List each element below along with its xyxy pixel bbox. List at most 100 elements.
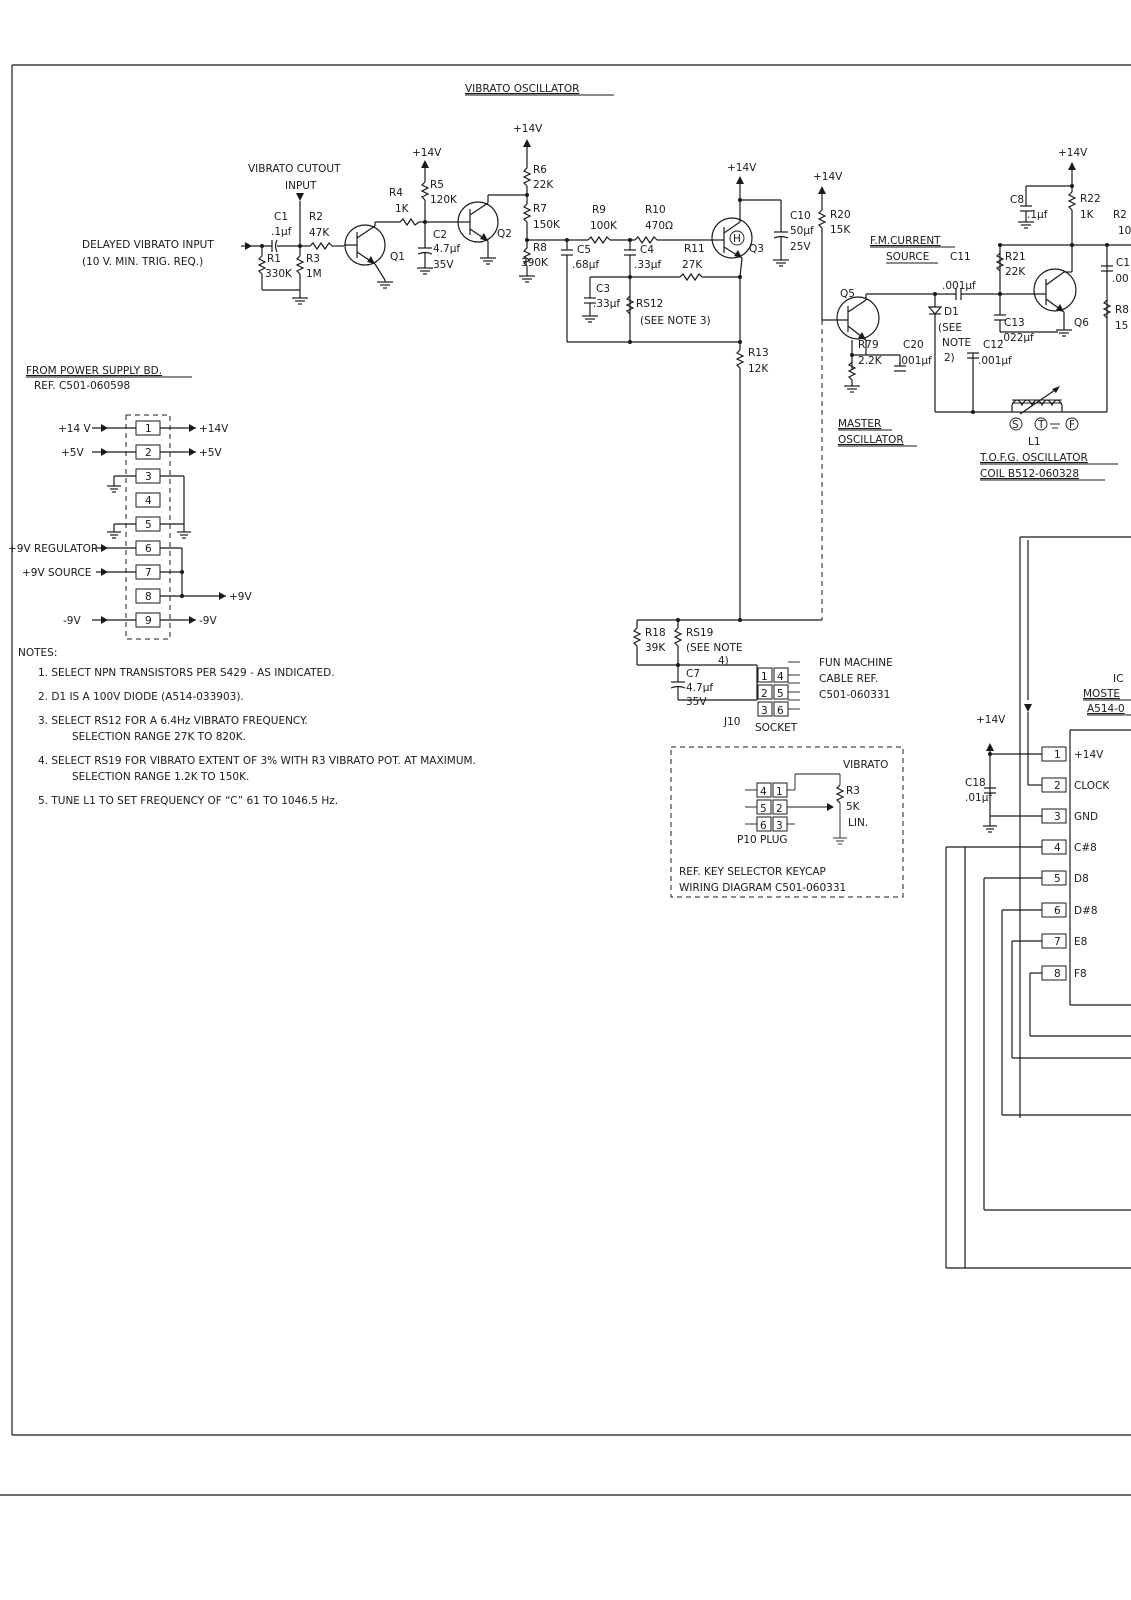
cable-line3: C501-060331 (819, 689, 890, 701)
v14-rail-1: +14V (412, 147, 442, 159)
r20-label: R20 (830, 209, 851, 221)
power-pin-7: 7 (145, 567, 152, 579)
l1-label: L1 (1028, 436, 1041, 448)
c13-label: C13 (1004, 317, 1025, 329)
power-left-14v: +14 V (58, 423, 91, 435)
v14-rail-2: +14V (513, 123, 543, 135)
power-right-14v: +14V (199, 423, 229, 435)
r13-value: 12K (748, 363, 769, 375)
c13-value: .022µf (1000, 332, 1034, 344)
p10-pin-3: 3 (776, 820, 783, 832)
c10-label: C10 (790, 210, 811, 222)
power-pin-9: 9 (145, 615, 152, 627)
ic-pin-name-2: CLOCK (1074, 780, 1110, 792)
edge-r-value: 10 (1118, 225, 1131, 237)
q2-label: Q2 (497, 228, 512, 240)
p10-ref1: REF. KEY SELECTOR KEYCAP (679, 866, 826, 878)
c3-value: .33µf (593, 298, 620, 310)
ic-pin-name-5: D8 (1074, 873, 1089, 885)
p10-vibrato-label: VIBRATO (843, 759, 888, 771)
power-right-9v: +9V (229, 591, 252, 603)
c20-value: .001µf (898, 355, 932, 367)
r9-label: R9 (592, 204, 606, 216)
ic-pin-name-8: F8 (1074, 968, 1087, 980)
c8-value: .1µf (1027, 209, 1048, 221)
ic-mfr: MOSTE (1083, 688, 1120, 700)
c8-label: C8 (1010, 194, 1024, 206)
power-left-9v-src: +9V SOURCE (22, 567, 91, 579)
r22-value: 1K (1080, 209, 1095, 221)
fm-current-label: F.M.CURRENT (870, 235, 941, 247)
note-1: 1. SELECT NPN TRANSISTORS PER S429 - AS … (38, 667, 335, 679)
r8-value: 390K (521, 257, 549, 269)
vibrato-cutout-sublabel: INPUT (285, 180, 317, 192)
power-connector: 1 2 3 4 5 6 7 8 9 (92, 420, 226, 628)
c5-value: .68µf (572, 259, 599, 271)
c7-label: C7 (686, 668, 700, 680)
p10-pin-1: 1 (776, 786, 783, 798)
ic-pins: 1 2 3 4 5 6 7 8 +14V CLOCK GND C#8 D8 D#… (1041, 746, 1110, 981)
ic-title: IC (1113, 673, 1123, 685)
c2-value: 4.7µf (433, 243, 460, 255)
note-4-range: SELECTION RANGE 1.2K TO 150K. (72, 771, 249, 783)
r20-value: 15K (830, 224, 851, 236)
rs12-note: (SEE NOTE 3) (640, 315, 711, 327)
j10-pin-4: 4 (777, 671, 784, 683)
q3-label: Q3 (749, 243, 764, 255)
power-left-9v-reg: +9V REGULATOR (8, 543, 98, 555)
power-right-neg9v: -9V (199, 615, 217, 627)
ic-pin-7: 7 (1054, 936, 1061, 948)
r1-label: R1 (267, 253, 281, 265)
power-pin-2: 2 (145, 447, 152, 459)
ic-pin-name-4: C#8 (1074, 842, 1097, 854)
j10-socket-label: SOCKET (755, 722, 798, 734)
power-left-5v: +5V (61, 447, 84, 459)
power-pin-8: 8 (145, 591, 152, 603)
ic-pin-name-7: E8 (1074, 936, 1087, 948)
coil-pin-f: F (1069, 419, 1075, 431)
c20-label: C20 (903, 339, 924, 351)
rs19-note1: (SEE NOTE (686, 642, 743, 654)
power-pin-1: 1 (145, 423, 152, 435)
sheet-border (0, 64, 1131, 1496)
note-5: 5. TUNE L1 TO SET FREQUENCY OF “C” 61 TO… (38, 795, 338, 807)
d1-note1: (SEE (938, 322, 962, 334)
ic-pin-1: 1 (1054, 749, 1061, 761)
c1-value: .1µf (271, 226, 292, 238)
p10-pin-4: 4 (760, 786, 767, 798)
edge-r8-value: 15 (1115, 320, 1128, 332)
r21-value: 22K (1005, 266, 1026, 278)
r4-label: R4 (389, 187, 403, 199)
r18-label: R18 (645, 627, 666, 639)
p10-r3-taper: LIN. (848, 817, 868, 829)
c2-voltage: 35V (433, 259, 454, 271)
power-pin-5: 5 (145, 519, 152, 531)
r9-value: 100K (590, 220, 618, 232)
master-oscillator-sublabel: OSCILLATOR (838, 434, 904, 446)
rs19-note2: 4) (718, 655, 729, 667)
c7-voltage: 35V (686, 696, 707, 708)
c18-label: C18 (965, 777, 986, 789)
c3-label: C3 (596, 283, 610, 295)
r2-label: R2 (309, 211, 323, 223)
p10-pin-5: 5 (760, 803, 767, 815)
edge-c-label: C1 (1116, 257, 1130, 269)
q3-hfe-marker: H (733, 233, 741, 245)
r4-value: 1K (395, 203, 410, 215)
ic-v14-rail: +14V (976, 714, 1006, 726)
cable-line2: CABLE REF. (819, 673, 878, 685)
v14-rail-4: +14V (813, 171, 843, 183)
r3-value: 1M (306, 268, 322, 280)
c12-label: C12 (983, 339, 1004, 351)
note-4: 4. SELECT RS19 FOR VIBRATO EXTENT OF 3% … (38, 755, 476, 767)
j10-pin-5: 5 (777, 688, 784, 700)
r21-label: R21 (1005, 251, 1026, 263)
coil-pin-t: T (1037, 419, 1045, 431)
d1-note3: 2) (944, 352, 955, 364)
p10-plug: 4 5 6 1 2 3 (745, 773, 847, 845)
diagram-title: VIBRATO OSCILLATOR (465, 83, 579, 95)
ic-pin-name-3: GND (1074, 811, 1098, 823)
r5-label: R5 (430, 179, 444, 191)
power-right-5v: +5V (199, 447, 222, 459)
rs19-label: RS19 (686, 627, 713, 639)
